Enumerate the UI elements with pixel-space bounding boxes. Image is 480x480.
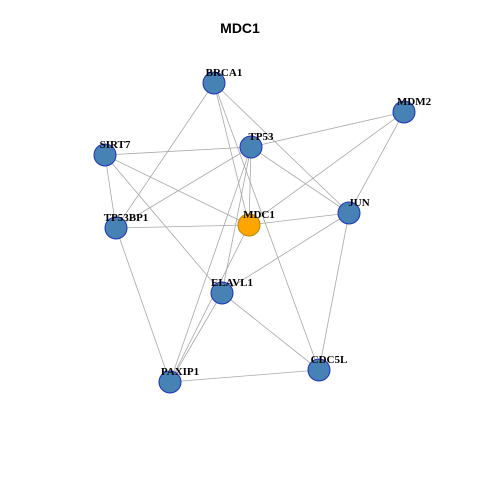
edge-jun-mdc1 [248, 212, 350, 226]
node-label-tp53bp1: TP53BP1 [104, 212, 149, 224]
edge-tp53-paxip1 [169, 146, 252, 383]
node-sirt7[interactable] [93, 143, 117, 167]
edge-brca1-cdc5l [213, 82, 320, 371]
edge-jun-cdc5l [318, 212, 350, 371]
node-tp53[interactable] [239, 135, 263, 159]
node-label-mdm2: MDM2 [397, 96, 432, 108]
edge-brca1-tp53bp1 [115, 82, 215, 229]
node-jun[interactable] [337, 201, 361, 225]
node-mdm2[interactable] [392, 100, 416, 124]
node-label-brca1: BRCA1 [206, 67, 243, 79]
node-label-elavl1: ELAVL1 [211, 277, 253, 289]
node-label-cdc5l: CDC5L [311, 354, 348, 366]
edge-sirt7-elavl1 [104, 154, 223, 294]
edge-jun-elavl1 [221, 212, 350, 294]
node-brca1[interactable] [202, 71, 226, 95]
node-cdc5l[interactable] [307, 358, 331, 382]
edge-tp53-tp53bp1 [115, 146, 252, 229]
edge-cdc5l-paxip1 [169, 369, 320, 383]
graph-title: MDC1 [220, 20, 260, 36]
edge-brca1-jun [213, 82, 350, 214]
edge-mdm2-mdc1 [248, 111, 405, 226]
node-label-mdc1: MDC1 [243, 209, 275, 221]
edge-sirt7-tp53bp1 [104, 154, 117, 229]
node-label-tp53: TP53 [248, 131, 274, 143]
edge-sirt7-tp53 [104, 146, 252, 156]
edge-tp53bp1-mdc1 [115, 224, 250, 229]
edge-tp53-jun [250, 146, 350, 214]
edge-tp53-mdc1 [248, 146, 252, 226]
nodes-layer [93, 71, 416, 394]
edge-sirt7-mdc1 [104, 154, 250, 226]
node-tp53bp1[interactable] [104, 216, 128, 240]
edge-elavl1-paxip1 [169, 292, 223, 383]
edge-elavl1-cdc5l [221, 292, 320, 371]
edge-mdm2-tp53 [250, 111, 405, 148]
edge-mdc1-paxip1 [169, 224, 250, 383]
node-label-paxip1: PAXIP1 [161, 366, 199, 378]
node-label-sirt7: SIRT7 [100, 139, 131, 151]
edges-layer [104, 82, 405, 383]
node-mdc1[interactable] [237, 213, 261, 237]
node-label-jun: JUN [348, 197, 369, 209]
node-paxip1[interactable] [158, 370, 182, 394]
node-elavl1[interactable] [210, 281, 234, 305]
edge-brca1-mdc1 [213, 82, 250, 226]
edge-tp53bp1-paxip1 [115, 227, 171, 383]
edge-mdm2-jun [348, 111, 405, 214]
